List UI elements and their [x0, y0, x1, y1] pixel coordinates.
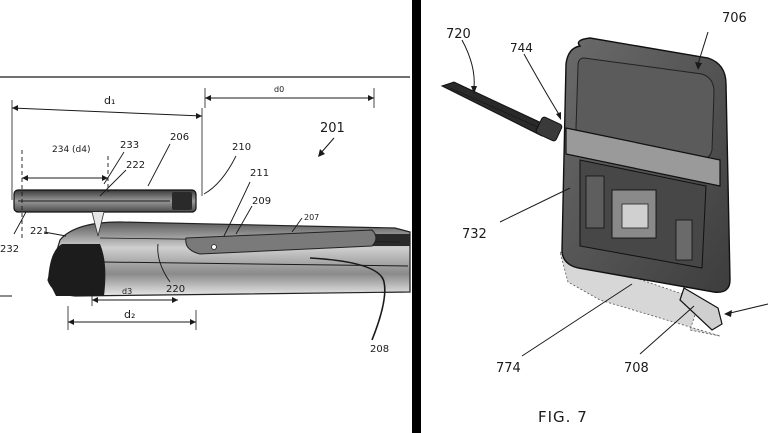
dimension-d3: d3 [91, 287, 178, 306]
dimension-d0: d0 [204, 85, 375, 108]
ref-209: 209 [252, 196, 271, 207]
ref-220: 220 [166, 284, 185, 295]
label-d4: 234 (d4) [52, 145, 91, 155]
rod-720 [440, 81, 563, 142]
pad-207 [185, 229, 377, 255]
pad-hole [211, 244, 217, 250]
label-d0: d0 [274, 85, 284, 94]
ref-774: 774 [496, 361, 521, 376]
ref-233: 233 [120, 140, 139, 151]
dimension-d2: d₂ [67, 306, 197, 330]
ref-201: 201 [320, 121, 345, 136]
hinge-bar [565, 127, 721, 187]
ref-720: 720 [446, 27, 471, 42]
cable-208 [309, 257, 386, 341]
ref-211: 211 [250, 168, 269, 179]
label-d3: d3 [122, 287, 132, 296]
ref-206: 206 [170, 132, 189, 143]
right-leader-lines [461, 31, 769, 357]
fig-caption: FIG. 7 [538, 408, 588, 426]
mounting-bar-206 [13, 189, 197, 237]
ref-706: 706 [722, 11, 747, 26]
label-d2: d₂ [124, 308, 135, 321]
ref-210: 210 [232, 142, 251, 153]
ref-744: 744 [510, 41, 533, 55]
ref-221: 221 [30, 226, 49, 237]
ref-207: 207 [304, 213, 319, 222]
ref-232: 232 [0, 244, 19, 255]
right-figure: 720 744 706 732 774 708 FIG. 7 [440, 11, 769, 426]
leader-lines [13, 143, 303, 283]
ref-708: 708 [624, 361, 649, 376]
dimension-d1: d₁ [11, 94, 203, 200]
latch-708 [679, 287, 723, 331]
ref-222: 222 [126, 160, 145, 171]
label-d1: d₁ [104, 94, 115, 107]
ref-732: 732 [462, 227, 487, 242]
ref-208: 208 [370, 344, 389, 355]
dimension-d4: 234 (d4) [21, 145, 109, 238]
fig-201-arrow [318, 137, 335, 157]
panel-divider [412, 0, 421, 433]
left-figure: d₁ d0 234 (d4) d3 [0, 76, 411, 355]
